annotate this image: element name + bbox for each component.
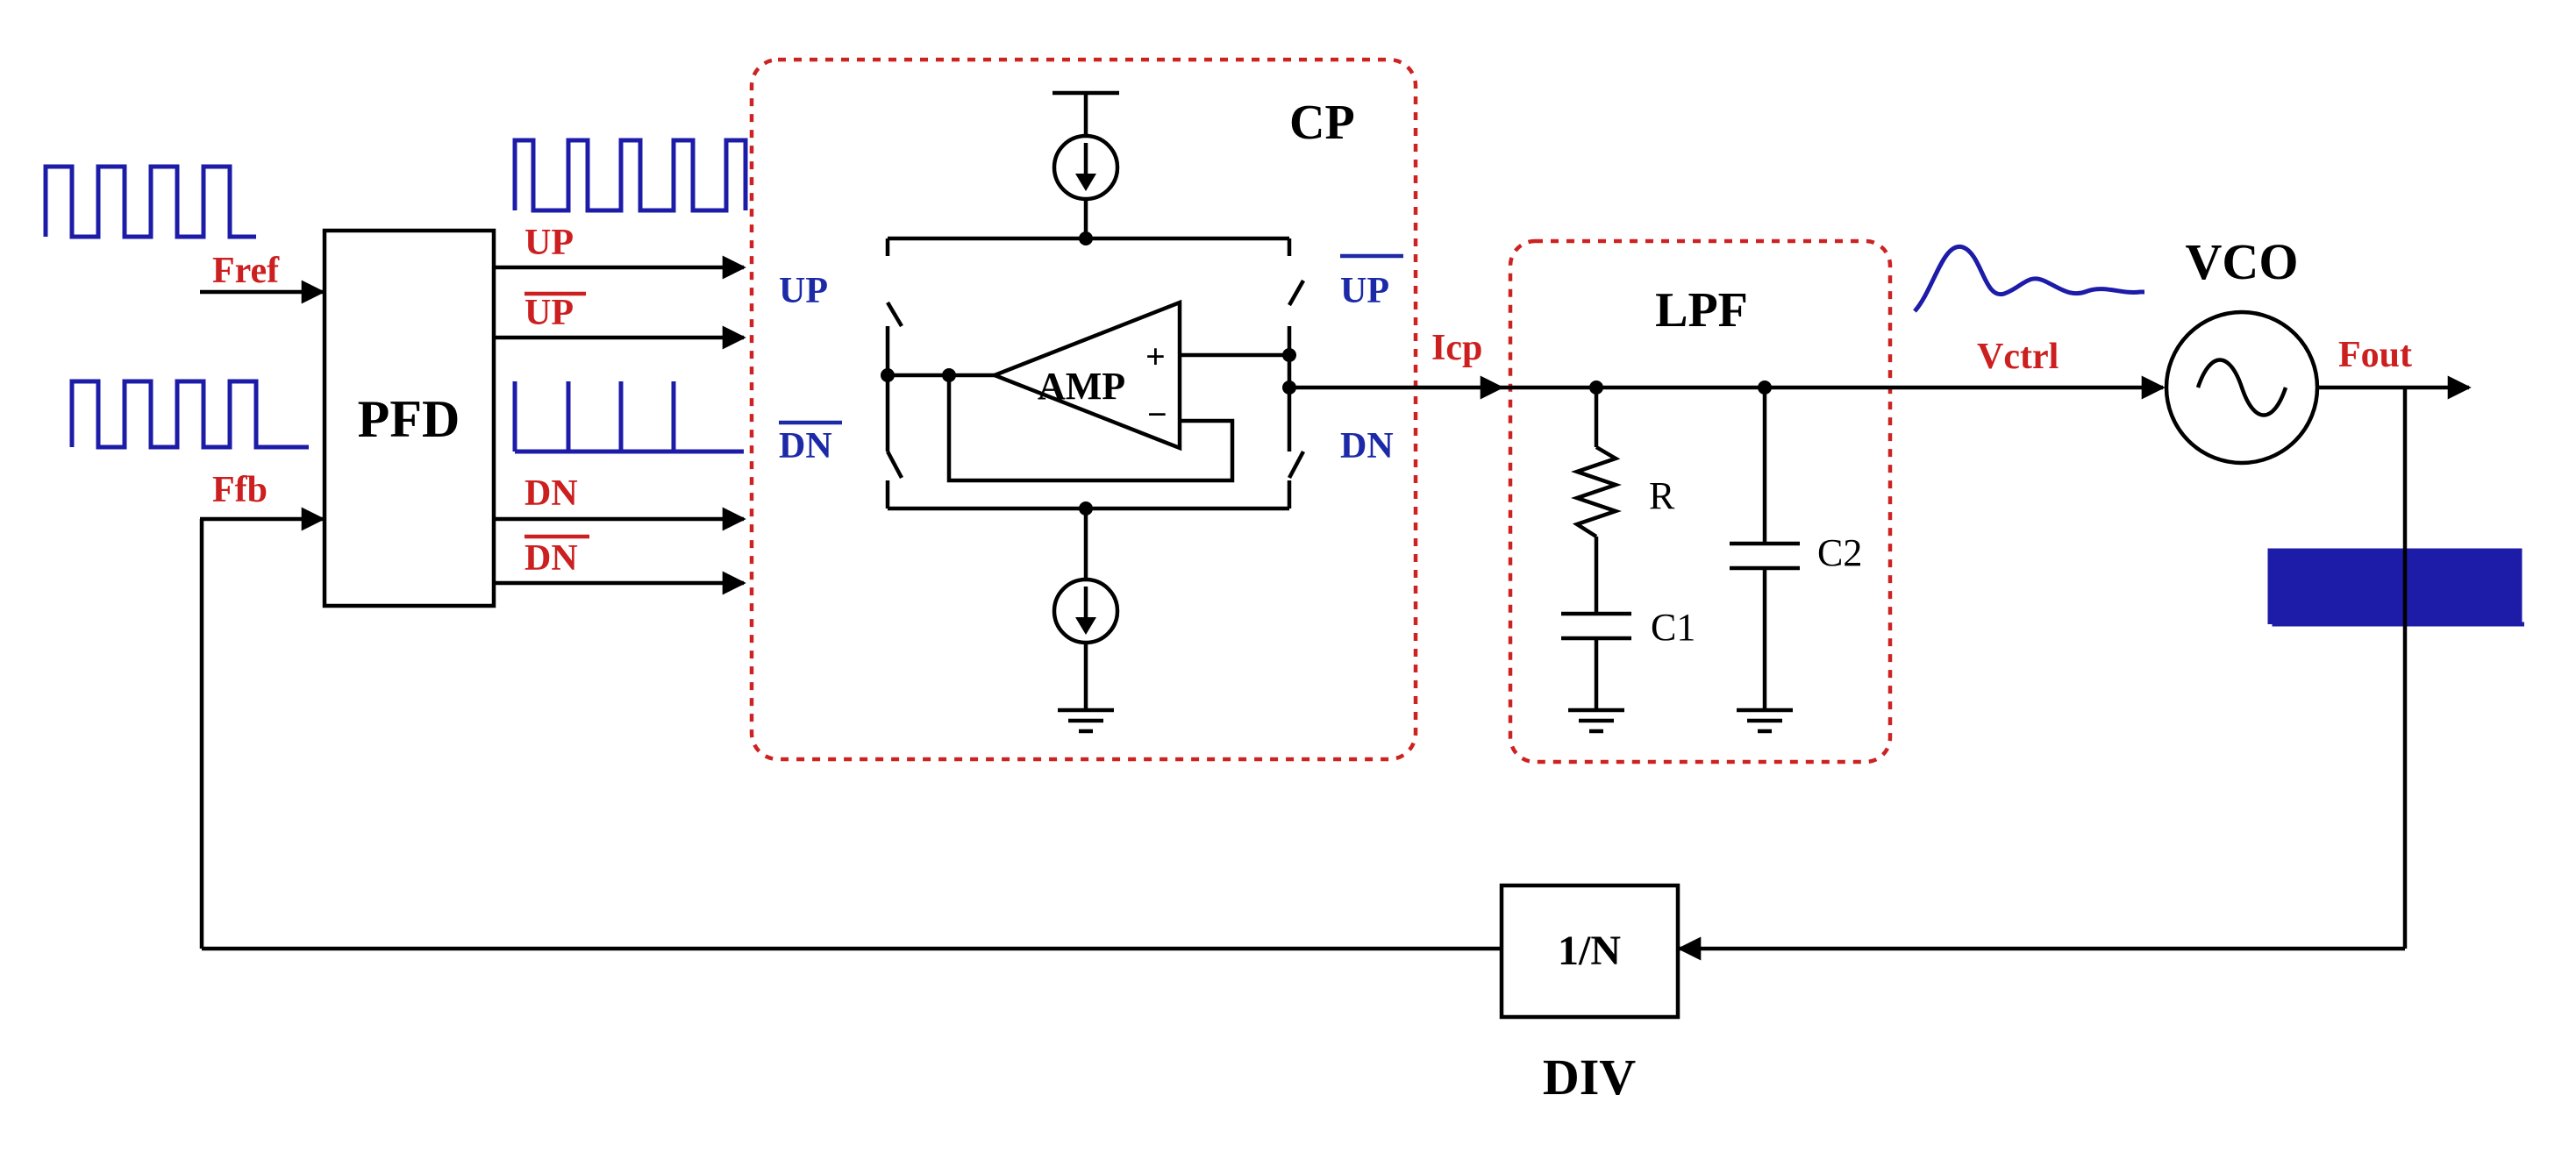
bottom-source-arrowhead xyxy=(1075,617,1096,635)
switch-up-left xyxy=(886,301,903,328)
pfd-block xyxy=(322,228,496,608)
switch-dn-bar-left-label: DN xyxy=(779,426,832,466)
ffb-label: Ffb xyxy=(212,470,268,510)
fref-label: Fref xyxy=(212,251,280,291)
div-block xyxy=(1499,883,1680,1020)
r-label: R xyxy=(1649,474,1675,517)
dn-waveform xyxy=(512,381,744,454)
switch-dn-right xyxy=(1288,450,1305,480)
c2-label: C2 xyxy=(1817,531,1862,574)
amp-feedback-loop xyxy=(946,375,1235,483)
amp-plus-sign: + xyxy=(1145,337,1166,376)
fout-label: Fout xyxy=(2338,335,2412,375)
up-bar-label: UP xyxy=(524,293,574,333)
c1-label: C1 xyxy=(1651,606,1695,649)
resistor-r xyxy=(1571,445,1622,538)
fref-waveform xyxy=(43,164,256,239)
lpf-boundary xyxy=(1508,238,1893,764)
fout-waveform xyxy=(2267,548,2524,627)
vco-sine xyxy=(2195,358,2288,417)
div-ratio-label: 1/N xyxy=(1558,928,1621,974)
ffb-waveform xyxy=(69,379,309,450)
switch-dn-right-label: DN xyxy=(1340,426,1394,466)
pfd-label: PFD xyxy=(358,390,460,448)
amp-label: AMP xyxy=(1038,365,1125,408)
up-waveform xyxy=(512,138,748,213)
cp-boundary xyxy=(749,57,1418,762)
dn-bar-label: DN xyxy=(524,538,578,579)
switch-up-bar-right xyxy=(1288,279,1305,307)
amp-minus-sign: − xyxy=(1147,395,1167,434)
vctrl-label: Vctrl xyxy=(1977,337,2059,377)
vco-label: VCO xyxy=(2186,233,2299,290)
switch-up-bar-right-label: UP xyxy=(1340,271,1389,311)
vctrl-waveform xyxy=(1913,245,2144,313)
div-label: DIV xyxy=(1543,1049,1636,1106)
top-source-arrowhead xyxy=(1075,174,1096,191)
dn-label: DN xyxy=(524,473,578,514)
lpf-label: LPF xyxy=(1655,283,1748,338)
switch-up-left-label: UP xyxy=(779,271,828,311)
switch-dn-bar-left xyxy=(886,450,903,480)
cp-label: CP xyxy=(1289,96,1355,150)
up-label: UP xyxy=(524,223,574,263)
icp-label: Icp xyxy=(1431,328,1482,368)
amp-triangle xyxy=(988,299,1182,452)
